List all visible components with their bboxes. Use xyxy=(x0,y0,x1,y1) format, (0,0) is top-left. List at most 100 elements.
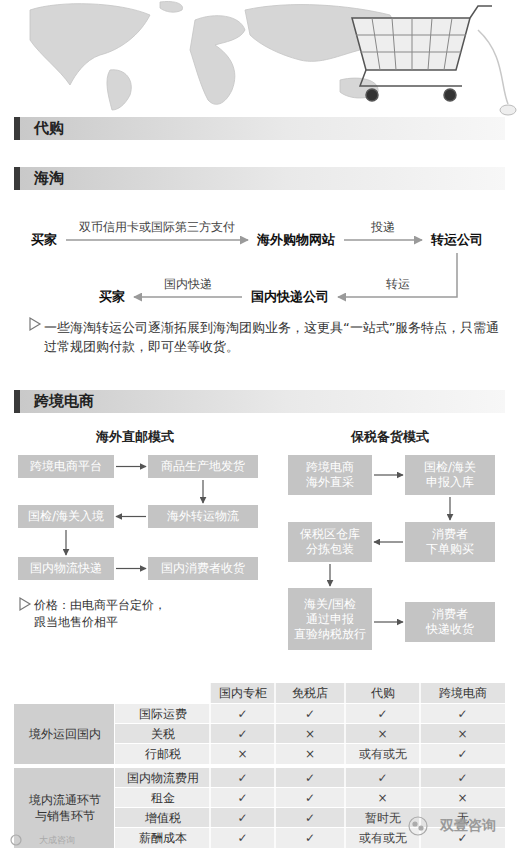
cart-handle xyxy=(470,6,492,18)
note-marker xyxy=(30,318,40,330)
process-box: 跨境电商 海外直采 xyxy=(288,455,372,495)
node-text: 转运公司 xyxy=(431,231,483,249)
cart-wheel xyxy=(366,89,378,101)
table-cell: ✓ xyxy=(275,828,345,848)
process-box: 跨境电商平台 xyxy=(18,455,114,478)
table-row-bg xyxy=(115,768,505,787)
node-text: 代购 xyxy=(34,119,64,138)
watermark: 大成咨询 xyxy=(22,832,92,848)
edge-label: 投递 xyxy=(371,219,395,236)
flow-arrow xyxy=(66,239,248,241)
flow-arrow xyxy=(65,530,66,555)
table-cell: 或有或无 xyxy=(345,744,420,764)
table-cell: ✓ xyxy=(275,808,345,828)
table-cell: ✓ xyxy=(210,768,275,788)
cart-basket xyxy=(352,18,470,70)
flow-arrow xyxy=(374,621,403,622)
table-cell: × xyxy=(275,744,345,764)
flow-arrow xyxy=(374,474,403,475)
row-label: 国内物流费用 xyxy=(115,768,210,788)
process-box: 消费者 快递收货 xyxy=(405,602,495,642)
flow-arrow xyxy=(116,568,146,569)
node-text: 国内快递公司 xyxy=(251,288,329,306)
continent xyxy=(245,5,393,62)
process-box: 消费者 下单购买 xyxy=(405,522,495,562)
table-cell: ✓ xyxy=(275,704,345,724)
node-text: 国检/海关 申报入库 xyxy=(409,460,491,490)
table-cell: ✓ xyxy=(345,768,420,788)
flow-arrow xyxy=(374,541,403,542)
continent xyxy=(340,78,378,98)
table-cell: ✓ xyxy=(420,744,505,764)
edge-label: 转运 xyxy=(386,276,410,293)
table-group-bg xyxy=(14,768,114,848)
row-label: 薪酬成本 xyxy=(115,828,210,848)
node-text: 跨境电商 海外直采 xyxy=(292,460,368,490)
table-group-bg xyxy=(14,704,114,764)
row-label: 租金 xyxy=(115,788,210,808)
process-box: 国检/海关入境 xyxy=(18,505,114,528)
flow-arrow xyxy=(134,296,242,298)
node-text: 国检/海关入境 xyxy=(28,509,104,524)
row-label: 行邮税 xyxy=(115,744,210,764)
table-cell: ✓ xyxy=(420,768,505,788)
row-label: 关税 xyxy=(115,724,210,744)
continent xyxy=(107,70,131,110)
cart-wheel xyxy=(444,89,456,101)
node-text: 保税区仓库 分拣包装 xyxy=(292,527,368,557)
flow-arrow xyxy=(202,480,203,503)
process-box: 商品生产地发货 xyxy=(148,455,258,478)
watermark-icon-dot xyxy=(419,826,423,830)
table-cell: ✓ xyxy=(420,704,505,724)
node-text: 跨境电商 xyxy=(34,392,94,411)
table-cell: × xyxy=(420,724,505,744)
node-text: 消费者 下单购买 xyxy=(409,527,491,557)
note-text: 一些海淘转运公司逐渐拓展到海淘团购业务，这更具“一站式”服务特点，只需通过常规团… xyxy=(44,316,502,358)
row-label: 国际运费 xyxy=(115,704,210,724)
table-cell: ✓ xyxy=(210,828,275,848)
flow-node: 买家 xyxy=(92,286,132,308)
node-text: 买家 xyxy=(31,231,57,249)
flow-arrow xyxy=(449,497,450,520)
watermark-icon-circle xyxy=(409,817,427,835)
mouse-cable xyxy=(478,30,508,104)
table-cell: × xyxy=(345,788,420,808)
flow-arrow xyxy=(116,516,146,517)
watermark: 双壹咨询 xyxy=(428,815,508,837)
table-cell: ✓ xyxy=(210,788,275,808)
note-text: 价格：由电商平台定价，跟当地售价相平 xyxy=(34,596,174,632)
node-text: 国内消费者收货 xyxy=(161,561,245,576)
table-row-bg xyxy=(115,788,505,807)
cart-grid xyxy=(356,18,466,70)
table-header: 代购 xyxy=(345,683,420,703)
table-rule xyxy=(210,683,420,848)
table-header-bg xyxy=(210,683,505,703)
node-text: 跨境电商平台 xyxy=(30,459,102,474)
comparison-table xyxy=(14,683,505,848)
table-row-bg xyxy=(115,724,505,743)
table-cell: × xyxy=(275,724,345,744)
node-text: 海外购物网站 xyxy=(257,231,335,249)
table-cell: 或有或无 xyxy=(345,828,420,848)
table-cell: ✓ xyxy=(275,788,345,808)
column-title: 保税备货模式 xyxy=(275,427,505,447)
flow-node: 买家 xyxy=(24,229,64,251)
process-box: 海关/国检 通过申报 直验纳税放行 xyxy=(288,588,372,650)
node-text: 海关/国检 通过申报 直验纳税放行 xyxy=(292,597,368,642)
section-band: 海淘 xyxy=(14,167,505,190)
process-box: 保税区仓库 分拣包装 xyxy=(288,522,372,562)
node-text: 商品生产地发货 xyxy=(161,459,245,474)
edge-label: 国内快递 xyxy=(164,276,212,293)
cart-frame xyxy=(360,70,462,86)
flow-node: 海外购物网站 xyxy=(250,229,342,251)
continent xyxy=(190,16,245,105)
table-cell: 暂时无 xyxy=(345,808,420,828)
table-header: 国内专柜 xyxy=(210,683,275,703)
watermark-icon-dot xyxy=(413,822,417,826)
flow-node: 国内快递公司 xyxy=(244,286,336,308)
world-map xyxy=(30,1,393,110)
table-cell: × xyxy=(345,724,420,744)
table-cell: ✓ xyxy=(275,768,345,788)
node-text: 国内物流快递 xyxy=(30,561,102,576)
